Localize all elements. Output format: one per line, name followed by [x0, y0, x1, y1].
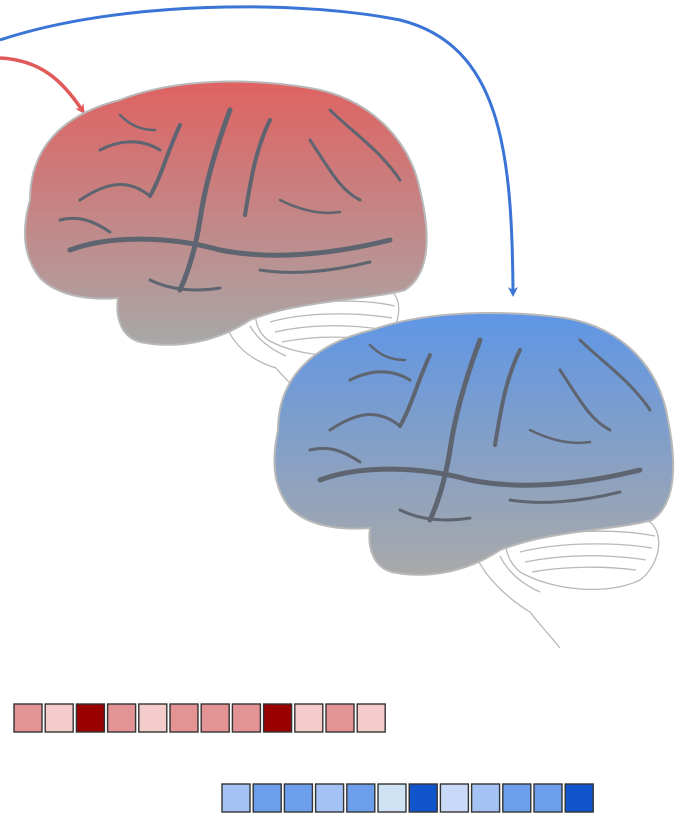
- cerebrum-blue: [273, 312, 675, 576]
- red-vector-cell-8: [231, 703, 262, 733]
- blue-vector-cell-6: [377, 783, 407, 813]
- red-vector-cell-12: [356, 703, 386, 733]
- brain-blue: [273, 312, 675, 649]
- red-vector-cell-7: [200, 703, 230, 733]
- red-vector-cell-5: [138, 703, 168, 733]
- red-vector: [13, 703, 386, 733]
- blue-vector-cell-4: [314, 783, 345, 813]
- blue-vector-cell-12: [564, 783, 594, 813]
- red-vector-cell-10: [294, 703, 324, 733]
- blue-vector-cell-1: [221, 783, 251, 813]
- blue-vector-cell-5: [346, 783, 376, 813]
- blue-vector-cell-8: [439, 783, 470, 813]
- red-vector-cell-2: [44, 703, 74, 733]
- cerebrum-red: [23, 80, 428, 346]
- red-vector-cell-9: [262, 703, 293, 733]
- blue-vector-cell-2: [252, 783, 282, 813]
- red-vector-cell-6: [169, 703, 199, 733]
- blue-vector: [221, 783, 594, 813]
- brain-red: [23, 80, 428, 397]
- red-arrow: [0, 56, 85, 115]
- blue-vector-cell-10: [502, 783, 532, 813]
- blue-vector-cell-9: [470, 783, 501, 813]
- red-vector-cell-4: [106, 703, 137, 733]
- blue-vector-cell-3: [283, 783, 314, 813]
- blue-vector-cell-11: [533, 783, 563, 813]
- blue-arrow: [0, 5, 518, 297]
- sulci-blue: [308, 337, 652, 523]
- blue-vector-cell-7: [408, 783, 438, 813]
- red-vector-cell-11: [325, 703, 355, 733]
- red-vector-cell-1: [13, 703, 43, 733]
- sulci-red: [58, 107, 402, 293]
- red-vector-cell-3: [75, 703, 106, 733]
